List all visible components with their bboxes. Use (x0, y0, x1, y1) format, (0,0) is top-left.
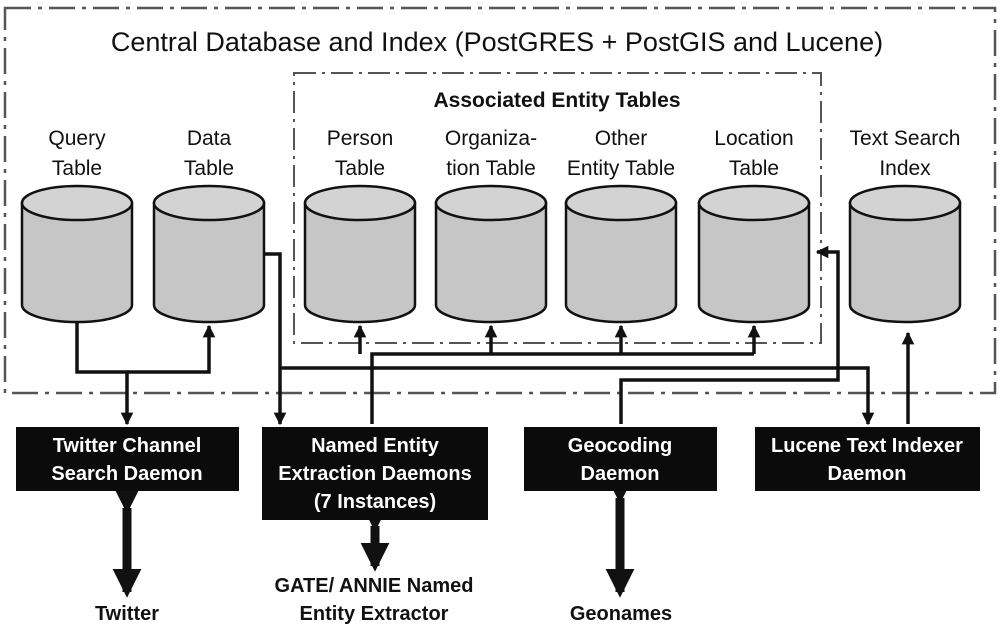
svg-text:Organiza-: Organiza- (445, 127, 537, 150)
svg-text:Daemon: Daemon (581, 463, 660, 485)
central-database-frame (3, 6, 997, 395)
data-table-to-lucene-indexer-arrow (280, 366, 875, 426)
other-entity-table-cylinder (564, 184, 678, 324)
central-database-title: Central Database and Index (PostGRES + P… (111, 27, 883, 57)
svg-text:Named Entity: Named Entity (311, 435, 440, 457)
connector-lines (75, 245, 915, 598)
geocoding-daemon-box: Geocoding Daemon (524, 427, 717, 491)
svg-text:Entity Table: Entity Table (567, 157, 675, 180)
svg-text:Query: Query (48, 127, 106, 150)
table-label-query: Query Table (48, 127, 106, 180)
svg-text:tion Table: tion Table (446, 157, 536, 180)
geocoding-daemon-to-location-table-arrow (619, 245, 840, 424)
svg-text:(7 Instances): (7 Instances) (314, 491, 436, 513)
geonames-label: Geonames (570, 603, 672, 625)
gate-annie-label: GATE/ ANNIE Named Entity Extractor (275, 575, 474, 625)
location-table-cylinder (697, 184, 811, 324)
query-table-cylinder (20, 184, 134, 324)
svg-text:Search Daemon: Search Daemon (51, 463, 202, 485)
table-label-location: Location Table (714, 127, 793, 180)
associated-entity-tables-frame (293, 72, 822, 344)
svg-text:Twitter Channel: Twitter Channel (53, 435, 202, 457)
svg-text:Index: Index (879, 157, 931, 180)
svg-text:Entity Extractor: Entity Extractor (300, 603, 449, 625)
svg-text:Daemon: Daemon (828, 463, 907, 485)
svg-text:Location: Location (714, 127, 793, 150)
named-entity-daemons-to-entity-tables-bus (370, 352, 754, 424)
lucene-text-indexer-daemon-box: Lucene Text Indexer Daemon (755, 427, 980, 491)
twitter-label: Twitter (95, 603, 159, 625)
twitter-channel-search-daemon-box: Twitter Channel Search Daemon (16, 427, 239, 491)
table-label-other-entity: Other Entity Table (567, 127, 675, 180)
query-table-to-twitter-daemon-arrow (75, 322, 134, 426)
data-table-to-named-entity-daemons-arrow (264, 252, 287, 426)
svg-text:Table: Table (335, 157, 385, 180)
svg-text:Extraction Daemons: Extraction Daemons (278, 463, 471, 485)
svg-text:Table: Table (729, 157, 779, 180)
svg-text:Text Search: Text Search (850, 127, 961, 150)
twitter-daemon-to-data-table-arrow (127, 324, 216, 374)
table-label-text-search-index: Text Search Index (850, 127, 961, 180)
svg-text:Data: Data (187, 127, 232, 150)
svg-text:Table: Table (52, 157, 102, 180)
organization-table-cylinder (434, 184, 548, 324)
named-entity-extraction-daemons-box: Named Entity Extraction Daemons (7 Insta… (262, 427, 488, 520)
svg-text:Other: Other (595, 127, 648, 150)
text-search-index-cylinder (848, 184, 962, 324)
svg-text:Geocoding: Geocoding (568, 435, 672, 457)
svg-text:Person: Person (327, 127, 394, 150)
table-label-organization: Organiza- tion Table (445, 127, 537, 180)
person-table-cylinder (303, 184, 417, 324)
svg-text:GATE/ ANNIE Named: GATE/ ANNIE Named (275, 575, 474, 597)
associated-entity-tables-title: Associated Entity Tables (433, 89, 680, 112)
table-label-data: Data Table (184, 127, 234, 180)
svg-text:Table: Table (184, 157, 234, 180)
svg-text:Lucene Text Indexer: Lucene Text Indexer (771, 435, 963, 457)
data-table-cylinder (152, 184, 266, 324)
table-label-person: Person Table (327, 127, 394, 180)
